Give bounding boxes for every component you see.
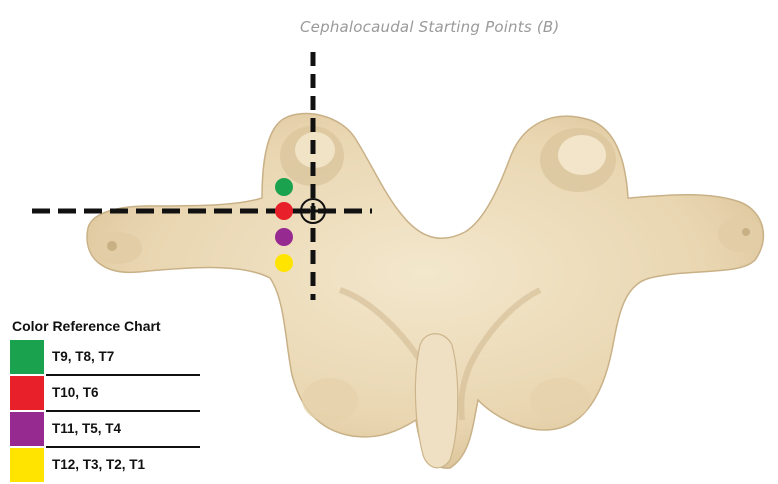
legend-label-red: T10, T6 [52, 385, 99, 400]
legend-row-red: T10, T6 [10, 376, 210, 412]
legend-swatch-purple [10, 412, 44, 446]
legend-row-yellow: T12, T3, T2, T1 [10, 448, 210, 484]
starting-point-green [275, 178, 293, 196]
starting-point-red [275, 202, 293, 220]
legend-swatch-red [10, 376, 44, 410]
legend-row-purple: T11, T5, T4 [10, 412, 210, 448]
legend-label-green: T9, T8, T7 [52, 349, 114, 364]
left-transverse-tip [94, 232, 142, 264]
legend-title: Color Reference Chart [12, 318, 210, 334]
legend-swatch-yellow [10, 448, 44, 482]
legend-swatch-green [10, 340, 44, 374]
right-transverse-tip [718, 216, 762, 252]
starting-point-yellow [275, 254, 293, 272]
legend-label-purple: T11, T5, T4 [52, 421, 121, 436]
starting-point-purple [275, 228, 293, 246]
right-facet-highlight [558, 135, 606, 175]
legend-row-green: T9, T8, T7 [10, 340, 210, 376]
color-reference-chart: Color Reference Chart T9, T8, T7 T10, T6… [10, 318, 210, 484]
spinous-process [415, 334, 457, 468]
legend-label-yellow: T12, T3, T2, T1 [52, 457, 145, 472]
